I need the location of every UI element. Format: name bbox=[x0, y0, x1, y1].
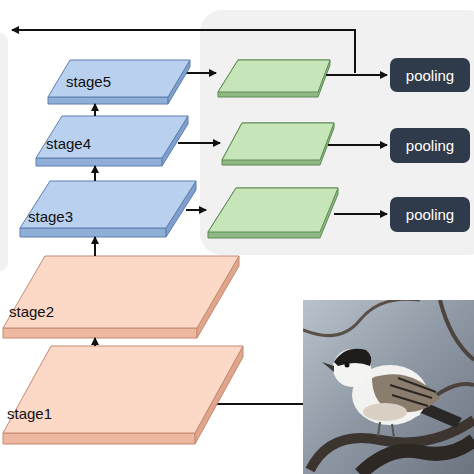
stage-slab: stage5 bbox=[48, 60, 190, 104]
arrow bbox=[186, 209, 206, 211]
stage-slab: stage4 bbox=[36, 116, 188, 166]
feature-slab bbox=[218, 60, 330, 97]
pooling-label: pooling bbox=[406, 137, 454, 154]
stage-label: stage3 bbox=[28, 208, 73, 225]
arrow bbox=[326, 74, 387, 76]
pooling-box: pooling bbox=[390, 58, 470, 92]
slab-shape bbox=[3, 346, 243, 444]
stage-slab: stage2 bbox=[3, 256, 239, 338]
pooling-label: pooling bbox=[406, 206, 454, 223]
stage-label: stage4 bbox=[46, 135, 91, 152]
feature-slab bbox=[222, 123, 334, 165]
arrow bbox=[328, 144, 387, 146]
arrow bbox=[334, 213, 387, 215]
bird-photo bbox=[303, 299, 474, 474]
stage-label: stage2 bbox=[9, 303, 54, 320]
flow-arrow bbox=[94, 104, 96, 116]
pooling-box: pooling bbox=[390, 128, 470, 163]
flow-arrow bbox=[94, 237, 96, 256]
left-panel bbox=[0, 32, 8, 272]
stage-slab: stage3 bbox=[20, 181, 196, 237]
stage-label: stage5 bbox=[66, 73, 111, 90]
pooling-label: pooling bbox=[406, 67, 454, 84]
feature-slab bbox=[208, 188, 338, 238]
stage-label: stage1 bbox=[7, 405, 52, 422]
flow-arrow bbox=[94, 338, 96, 346]
pooling-box: pooling bbox=[390, 197, 470, 232]
stage-slab: stage1 bbox=[3, 346, 243, 444]
right-panel bbox=[200, 10, 474, 255]
arrow bbox=[178, 142, 220, 144]
flow-arrow bbox=[94, 166, 96, 181]
slab-shape bbox=[3, 256, 239, 338]
